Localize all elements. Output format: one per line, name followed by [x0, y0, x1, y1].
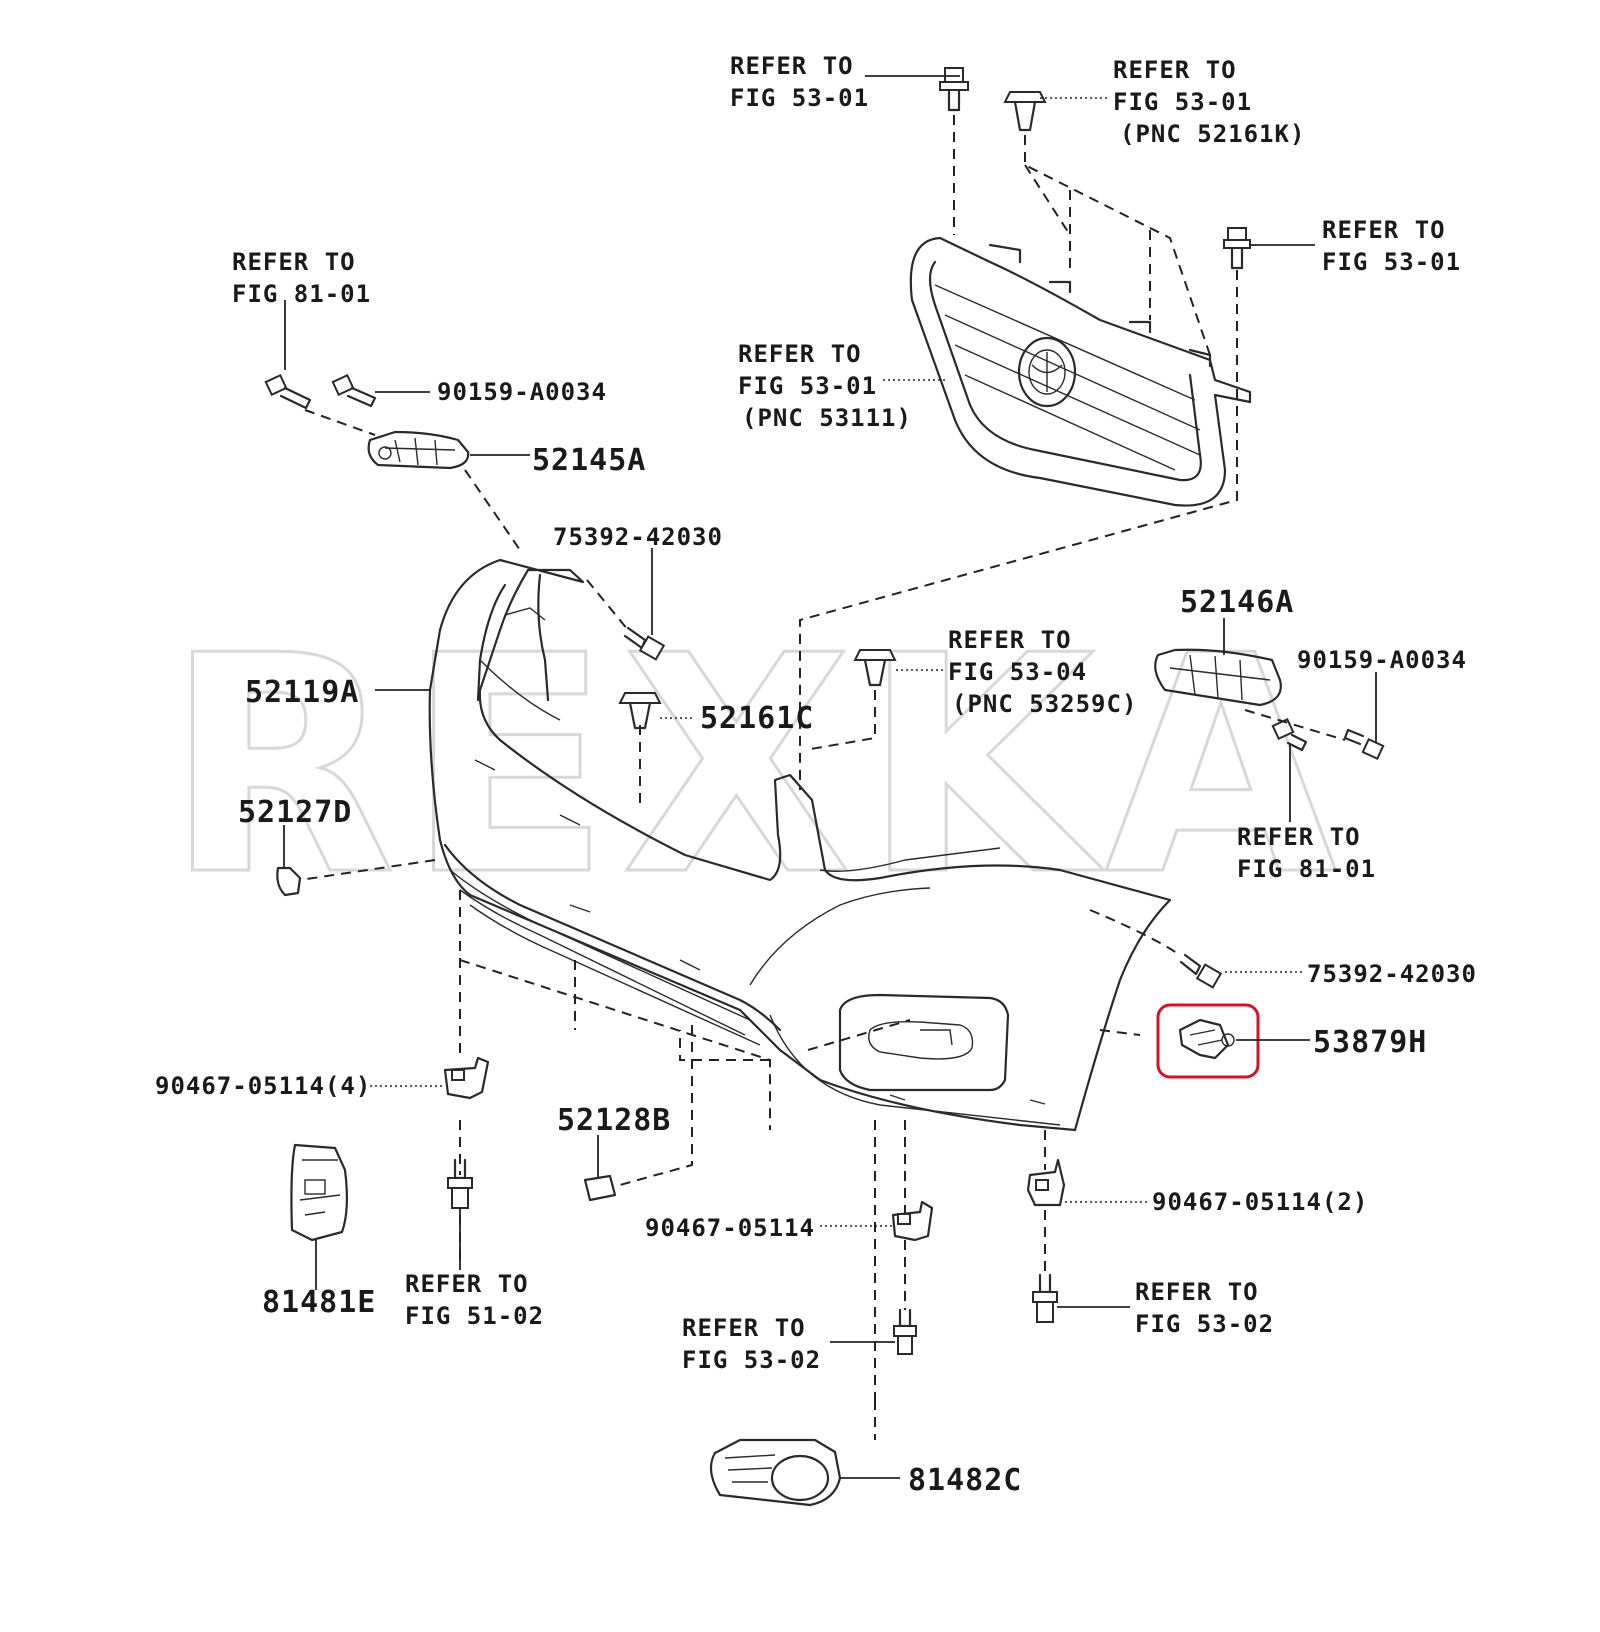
screw-75392-right — [1179, 953, 1223, 989]
bracket-53879h — [1178, 1018, 1235, 1060]
ref-53259c-line3: (PNC 53259C) — [952, 690, 1137, 718]
radiator-grille — [909, 236, 1252, 507]
bolt-5302-right — [1032, 1273, 1058, 1323]
label-52161c: 52161C — [700, 701, 814, 736]
label-52145a: 52145A — [532, 443, 646, 478]
clip-5304 — [853, 649, 897, 687]
ref-53111-line1: REFER TO — [738, 340, 862, 368]
watermark: REXKA — [165, 592, 1347, 941]
label-81482c: 81482C — [908, 1463, 1022, 1498]
grille-bolt-right — [1223, 227, 1251, 270]
bolt-90159-left — [331, 373, 377, 408]
ref-fig51-02-line2: FIG 51-02 — [405, 1302, 544, 1330]
label-52127d: 52127D — [238, 795, 352, 830]
ref-fig81-01-left-line2: FIG 81-01 — [232, 280, 371, 308]
screw-75392-top — [623, 626, 666, 661]
grille-clip-52161k — [1003, 91, 1047, 132]
ref-53259c-line1: REFER TO — [948, 626, 1072, 654]
bracket-52146a — [1154, 648, 1282, 707]
ref-fig53-01-right-line1: REFER TO — [1322, 216, 1446, 244]
ref-fig53-01-right-line2: FIG 53-01 — [1322, 248, 1461, 276]
label-52119a: 52119A — [245, 675, 359, 710]
label-75392-42030-right: 75392-42030 — [1307, 960, 1477, 988]
label-52146a: 52146A — [1180, 585, 1294, 620]
ref-fig81-01-left-line1: REFER TO — [232, 248, 356, 276]
clip-90467-mid — [891, 1200, 934, 1242]
clip-90467-left — [443, 1056, 490, 1100]
grille-bolt-left — [939, 67, 969, 112]
ref-fig81-01-right-line1: REFER TO — [1237, 823, 1361, 851]
bracket-52145a — [367, 430, 470, 470]
fog-cover-81482c — [709, 1438, 842, 1507]
bolt-5102 — [447, 1158, 473, 1209]
label-90159-a0034-left: 90159-A0034 — [437, 378, 607, 406]
ref-fig51-02-line1: REFER TO — [405, 1270, 529, 1298]
highlight-box — [1156, 1003, 1260, 1079]
bolt-left-8101 — [264, 373, 312, 410]
bumper-cover-52119a — [428, 558, 1172, 1132]
label-75392-42030-top: 75392-42030 — [553, 523, 723, 551]
retainer-52128b — [583, 1174, 617, 1202]
label-52128b: 52128B — [557, 1103, 671, 1138]
label-90467-05114-2: 90467-05114(2) — [1152, 1188, 1368, 1216]
ref-fig53-02-right-line1: REFER TO — [1135, 1278, 1259, 1306]
bolt-5302-mid — [893, 1308, 917, 1355]
bracket-81481e — [290, 1143, 349, 1242]
ref-fig53-01-top-line2: FIG 53-01 — [730, 84, 869, 112]
ref-fig53-02-mid-line2: FIG 53-02 — [682, 1346, 821, 1374]
clip-52161c — [618, 692, 662, 730]
retainer-52127d — [276, 866, 302, 897]
ref-fig81-01-right-line2: FIG 81-01 — [1237, 855, 1376, 883]
bolt-90159-right — [1343, 728, 1385, 761]
ref-52161k-line3: (PNC 52161K) — [1120, 120, 1305, 148]
ref-52161k-line2: FIG 53-01 — [1113, 88, 1252, 116]
ref-fig53-01-top-line1: REFER TO — [730, 52, 854, 80]
ref-52161k-line1: REFER TO — [1113, 56, 1237, 84]
label-53879h: 53879H — [1313, 1025, 1427, 1060]
ref-fig53-02-mid-line1: REFER TO — [682, 1314, 806, 1342]
ref-53259c-line2: FIG 53-04 — [948, 658, 1087, 686]
clip-90467-right — [1026, 1158, 1066, 1207]
label-90467-05114-mid: 90467-05114 — [645, 1214, 815, 1242]
bolt-8101-right — [1271, 717, 1308, 752]
ref-53111-line2: FIG 53-01 — [738, 372, 877, 400]
ref-fig53-02-right-line2: FIG 53-02 — [1135, 1310, 1274, 1338]
label-81481e: 81481E — [262, 1285, 376, 1320]
ref-53111-line3: (PNC 53111) — [742, 404, 912, 432]
label-90159-a0034-right: 90159-A0034 — [1297, 646, 1467, 674]
label-90467-05114-4: 90467-05114(4) — [155, 1072, 371, 1100]
